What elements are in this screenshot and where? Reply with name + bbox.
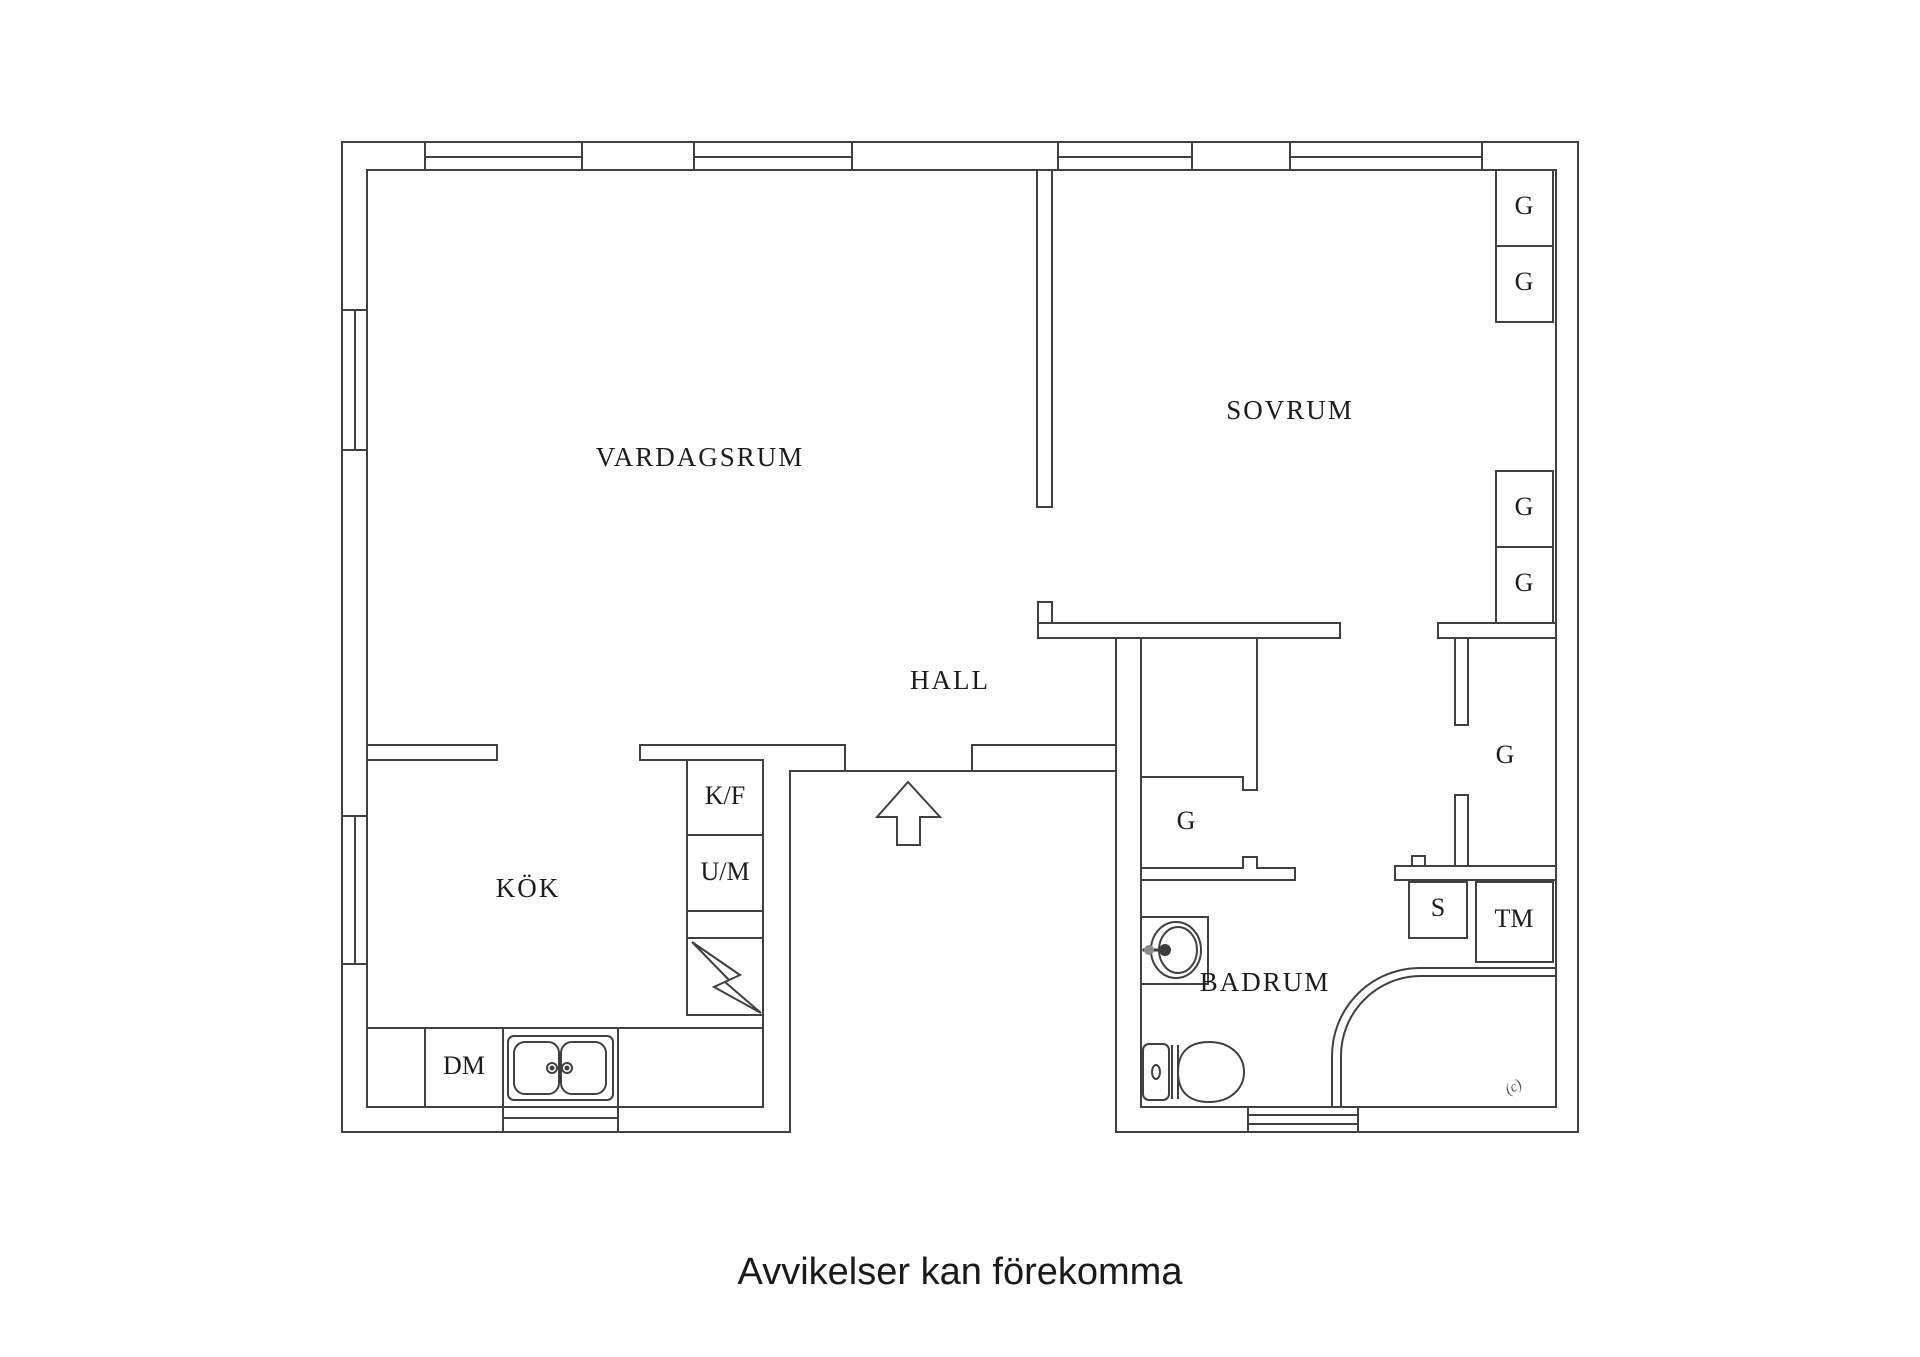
kitchen-appliance-column <box>686 759 764 1016</box>
label-hall-closet: G <box>1177 806 1196 835</box>
cabinet-s-box <box>1408 881 1468 939</box>
bathtub-icon <box>1331 967 1557 1108</box>
bedroom-wardrobes <box>1495 169 1554 624</box>
toilet-icon <box>1142 1040 1246 1104</box>
label-kitchen: KÖK <box>496 873 561 903</box>
wall-hall-north <box>1037 622 1341 639</box>
window-left-wall-group <box>341 309 368 965</box>
wall-bathroom-north <box>1394 855 1557 881</box>
wall-hall-closet <box>1140 776 1296 881</box>
bathroom-sink-icon <box>1140 916 1209 985</box>
caption-text: Avvikelser kan förekomma <box>738 1251 1184 1293</box>
entrance-arrow-icon <box>874 780 943 846</box>
washing-machine-box <box>1475 881 1554 963</box>
label-wardrobe-mid-1: G <box>1515 492 1534 521</box>
wall-wardrobe-room-west <box>1454 637 1469 867</box>
kitchen-sink-icon <box>507 1035 614 1101</box>
label-living-room: VARDAGSRUM <box>596 442 805 472</box>
kitchen-counter <box>366 1027 764 1108</box>
corner-cabinet-icon <box>691 941 762 1014</box>
label-bedroom: SOVRUM <box>1226 395 1354 425</box>
label-dishwasher: DM <box>443 1051 485 1080</box>
label-wardrobe-mid-2: G <box>1515 568 1534 597</box>
copyright-mark: (c) <box>1503 1076 1525 1098</box>
label-fridge-freezer: K/F <box>705 781 745 810</box>
wall-livingroom-bedroom <box>1036 169 1053 624</box>
label-hall: HALL <box>910 665 990 695</box>
label-oven-microwave: U/M <box>700 857 749 886</box>
wall-corridor <box>1242 637 1258 791</box>
label-wardrobe-room: G <box>1496 740 1515 769</box>
label-washing-machine: TM <box>1495 904 1534 933</box>
window-top-wall-group <box>424 141 1483 171</box>
window-bottom-wall-group <box>502 1106 1359 1133</box>
label-wardrobe-top-2: G <box>1515 267 1534 296</box>
label-bathroom: BADRUM <box>1200 967 1331 997</box>
wall-hall-south <box>971 744 1117 772</box>
label-cabinet-s: S <box>1431 893 1445 922</box>
label-wardrobe-top-1: G <box>1515 191 1534 220</box>
